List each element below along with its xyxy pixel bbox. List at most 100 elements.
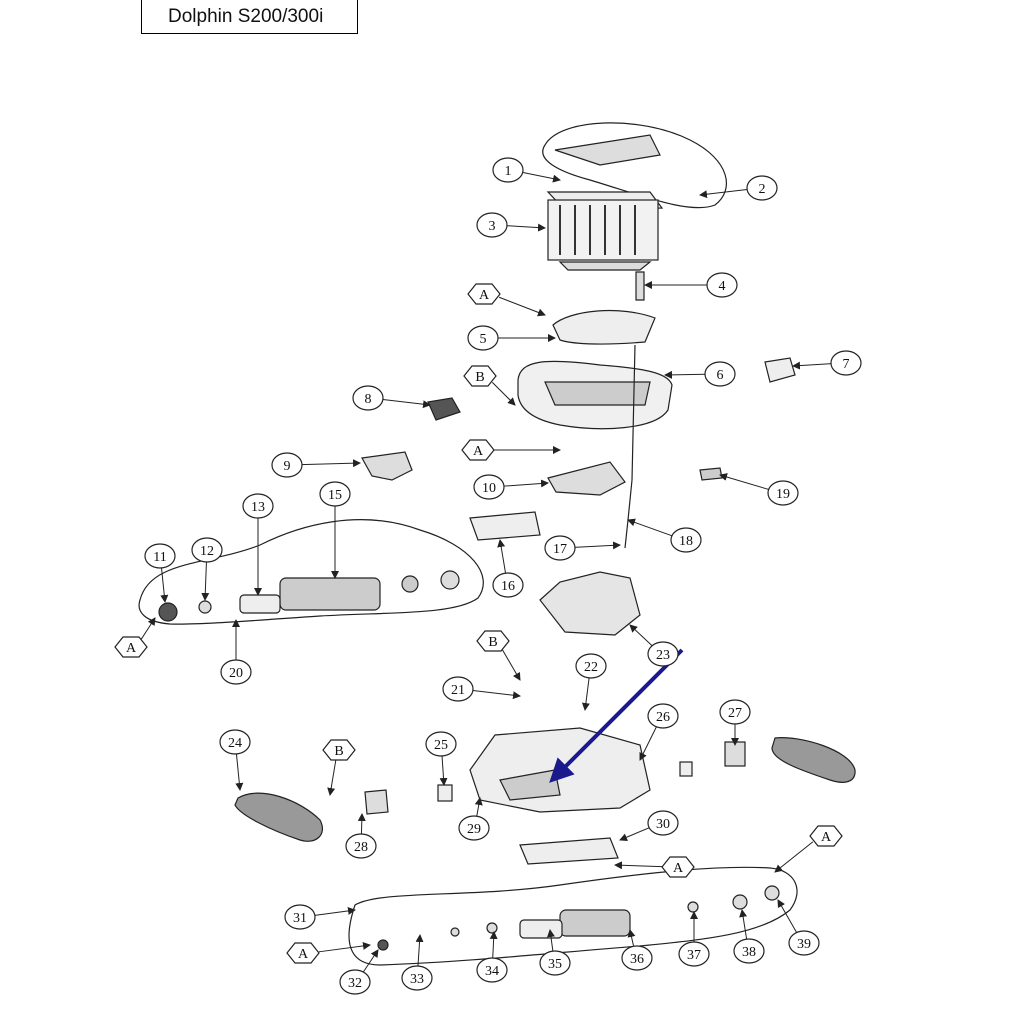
hex-leader-1 bbox=[491, 382, 516, 406]
callout-35: 35 bbox=[539, 950, 571, 976]
callout-31: 31 bbox=[284, 904, 316, 930]
callout-number: 30 bbox=[656, 817, 670, 832]
callout-32: 32 bbox=[339, 969, 371, 995]
reference-hexagon-a: A bbox=[461, 439, 495, 461]
callout-22: 22 bbox=[575, 653, 607, 679]
hex-letter: A bbox=[673, 861, 684, 876]
cable bbox=[624, 344, 636, 549]
leader-line-28 bbox=[357, 813, 366, 835]
leader-line-18 bbox=[627, 518, 673, 537]
callout-number: 26 bbox=[656, 710, 670, 725]
hex-letter: A bbox=[298, 947, 309, 962]
hex-letter: A bbox=[473, 444, 484, 459]
hex-letter: B bbox=[334, 744, 343, 759]
callout-number: 34 bbox=[485, 964, 499, 979]
leader-line-24 bbox=[235, 753, 244, 791]
callout-7: 7 bbox=[830, 350, 862, 376]
callout-18: 18 bbox=[670, 527, 702, 553]
leader-line-30 bbox=[619, 826, 651, 841]
hex-leader-5 bbox=[327, 759, 337, 796]
callout-12: 12 bbox=[191, 537, 223, 563]
callout-number: 35 bbox=[548, 957, 562, 972]
leader-line-11 bbox=[160, 567, 169, 603]
reference-hexagon-a: A bbox=[114, 636, 148, 658]
callout-number: 20 bbox=[229, 666, 243, 681]
filter-basket bbox=[546, 191, 664, 271]
callout-9: 9 bbox=[271, 452, 303, 478]
motor-cover bbox=[547, 461, 626, 496]
leader-line-9 bbox=[300, 459, 361, 468]
reference-hexagon-b: B bbox=[322, 739, 356, 761]
callout-number: 18 bbox=[679, 534, 693, 549]
leader-line-10 bbox=[502, 479, 549, 488]
leader-line-17 bbox=[573, 541, 621, 550]
callout-number: 1 bbox=[505, 164, 512, 179]
leader-line-33 bbox=[415, 934, 424, 967]
leader-line-34 bbox=[489, 931, 498, 959]
callout-number: 25 bbox=[434, 738, 448, 753]
leader-line-21 bbox=[471, 689, 521, 700]
callout-number: 39 bbox=[797, 937, 811, 952]
leader-line-23 bbox=[629, 624, 653, 647]
callout-29: 29 bbox=[458, 815, 490, 841]
callout-16: 16 bbox=[492, 572, 524, 598]
callout-number: 22 bbox=[584, 660, 598, 675]
callout-15: 15 bbox=[319, 481, 351, 507]
callout-24: 24 bbox=[219, 729, 251, 755]
callout-30: 30 bbox=[647, 810, 679, 836]
leader-line-16 bbox=[497, 539, 507, 574]
hex-leader-6 bbox=[614, 861, 663, 870]
callout-21: 21 bbox=[442, 676, 474, 702]
callout-number: 21 bbox=[451, 683, 465, 698]
callout-number: 29 bbox=[467, 822, 481, 837]
callout-37: 37 bbox=[678, 941, 710, 967]
callout-number: 19 bbox=[776, 487, 790, 502]
callout-number: 23 bbox=[656, 648, 670, 663]
top-lid bbox=[554, 134, 661, 166]
leader-line-8 bbox=[381, 398, 431, 409]
callout-number: 7 bbox=[843, 357, 850, 372]
hex-letter: A bbox=[821, 830, 832, 845]
callout-number: 8 bbox=[365, 392, 372, 407]
callout-20: 20 bbox=[220, 659, 252, 685]
impeller-housing bbox=[361, 451, 413, 481]
hex-letter: A bbox=[479, 288, 490, 303]
callout-number: 13 bbox=[251, 500, 265, 515]
reference-hexagon-b: B bbox=[476, 630, 510, 652]
callout-number: 2 bbox=[759, 182, 766, 197]
handle-plate bbox=[552, 309, 656, 345]
reference-hexagon-a: A bbox=[661, 856, 695, 878]
clip bbox=[699, 467, 723, 481]
leader-line-2 bbox=[699, 188, 749, 199]
side-knob bbox=[427, 397, 461, 421]
brush-assembly-outline bbox=[138, 519, 484, 625]
hex-leader-3 bbox=[140, 617, 156, 640]
callout-number: 17 bbox=[553, 542, 567, 557]
callout-28: 28 bbox=[345, 833, 377, 859]
callout-17: 17 bbox=[544, 535, 576, 561]
bottom-plate bbox=[519, 837, 619, 865]
callout-number: 3 bbox=[489, 219, 496, 234]
brush-roller-lower bbox=[559, 909, 631, 937]
leader-line-29 bbox=[474, 797, 483, 817]
leader-line-22 bbox=[581, 677, 590, 711]
callout-number: 15 bbox=[328, 488, 342, 503]
callout-number: 4 bbox=[719, 279, 726, 294]
leader-line-19 bbox=[719, 473, 770, 491]
callout-number: 31 bbox=[293, 911, 307, 926]
callout-number: 37 bbox=[687, 948, 701, 963]
leader-line-26 bbox=[639, 726, 657, 761]
cap-plug bbox=[764, 357, 796, 383]
reference-hexagon-a: A bbox=[467, 283, 501, 305]
leader-line-31 bbox=[313, 906, 356, 916]
diagram-title: Dolphin S200/300i bbox=[141, 0, 358, 34]
reference-hexagon-b: B bbox=[463, 365, 497, 387]
callout-2: 2 bbox=[746, 175, 778, 201]
callout-number: 6 bbox=[717, 368, 724, 383]
leader-line-7 bbox=[792, 361, 833, 370]
reference-hexagon-a: A bbox=[809, 825, 843, 847]
brush-roller-upper bbox=[279, 577, 381, 611]
callout-number: 9 bbox=[284, 459, 291, 474]
leader-line-38 bbox=[739, 909, 748, 940]
